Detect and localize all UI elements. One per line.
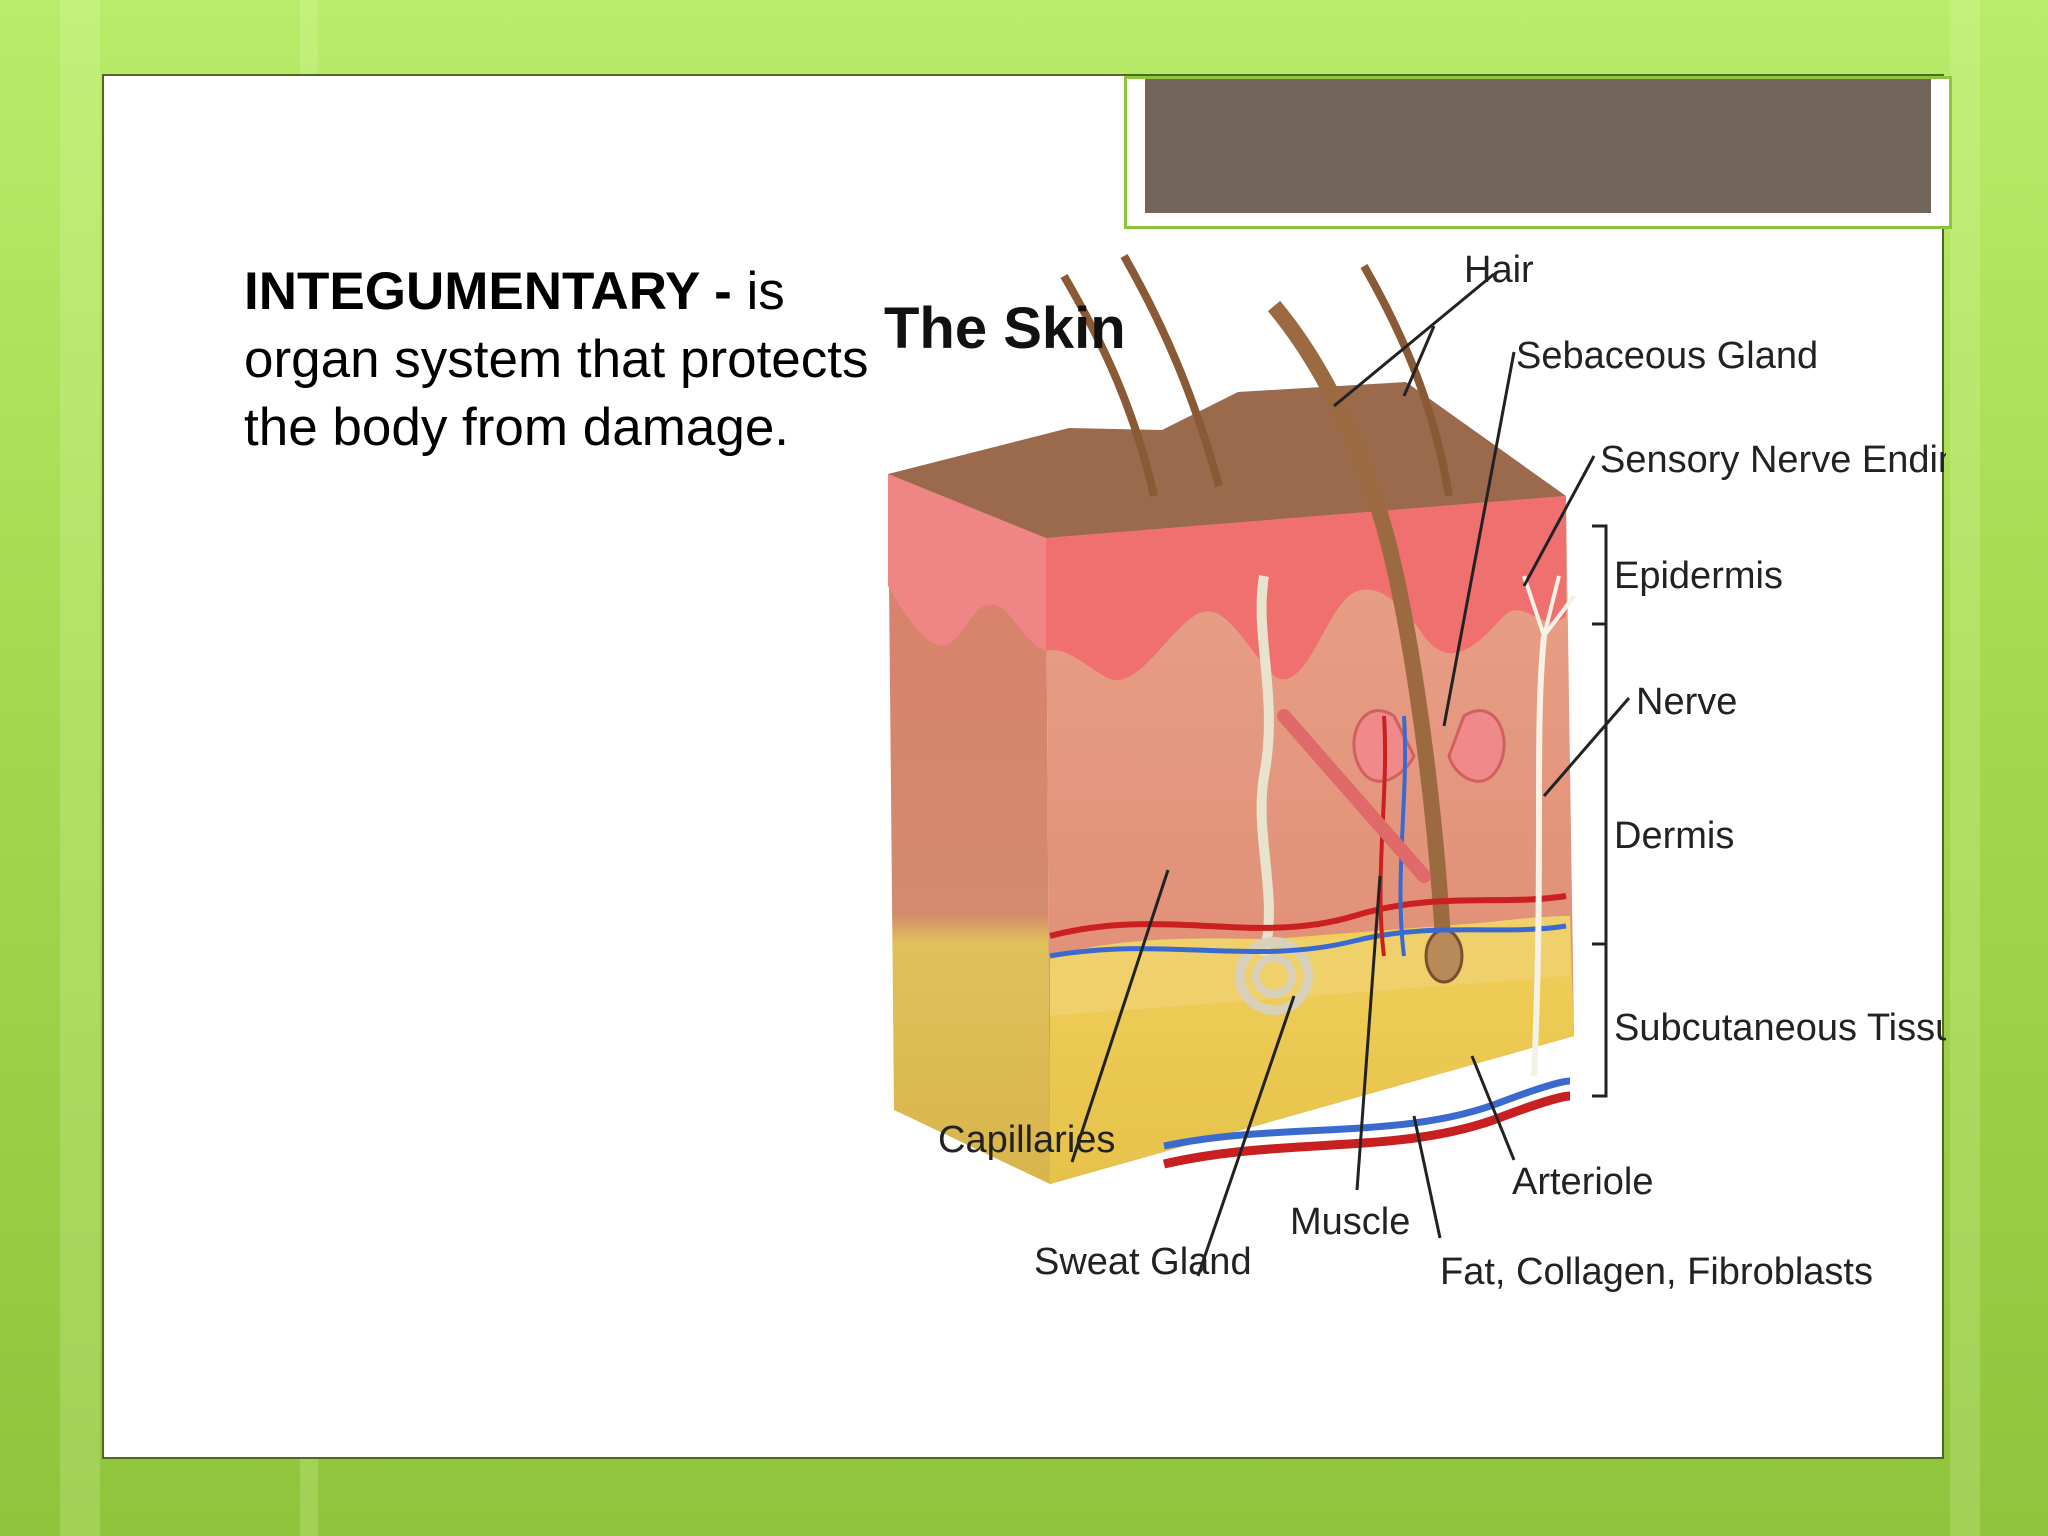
title-placeholder <box>1124 76 1952 229</box>
nerve-ending <box>1522 575 1576 638</box>
sweat-gland-coil <box>1252 954 1296 998</box>
leader-line-muscle <box>1355 875 1382 1191</box>
label-arteriole: Arteriole <box>1512 1161 1654 1203</box>
label-nerve: Nerve <box>1636 681 1737 723</box>
sweat-gland-duct <box>1256 575 1274 958</box>
leader-line-sebaceous <box>1442 351 1516 727</box>
hair-strand <box>1120 254 1223 488</box>
label-sweat-gland: Sweat Gland <box>1034 1241 1252 1283</box>
artery-deep <box>1162 1091 1571 1169</box>
label-muscle: Muscle <box>1290 1201 1410 1243</box>
label-sensory-nerve-ending: Sensory Nerve Ending <box>1600 439 1946 481</box>
hair-shaft <box>1267 300 1452 957</box>
background-stripe <box>60 0 100 1536</box>
leader-line-capillaries <box>1070 869 1170 1163</box>
artery <box>1049 893 1567 939</box>
body-text: INTEGUMENTARY - is organ system that pro… <box>244 258 884 462</box>
label-fat: Fat, Collagen, Fibroblasts <box>1440 1251 1873 1293</box>
heading-term: INTEGUMENTARY - <box>244 262 732 321</box>
epidermis-layer <box>1046 496 1566 681</box>
diagram-title: The Skin <box>884 296 1126 361</box>
sebaceous-gland <box>1447 709 1506 783</box>
label-subcutaneous-tissue: Subcutaneous Tissue <box>1614 1007 1946 1049</box>
body-sentence: is organ system that protects the body f… <box>244 262 869 457</box>
hair-strand <box>1060 273 1158 497</box>
leader-line-nerve <box>1542 697 1631 797</box>
slide-panel: INTEGUMENTARY - is organ system that pro… <box>102 74 1952 1459</box>
sweat-gland-coil <box>1235 937 1313 1015</box>
label-dermis: Dermis <box>1614 815 1734 857</box>
label-sebaceous-gland: Sebaceous Gland <box>1516 335 1818 377</box>
arrector-pili-muscle <box>1277 709 1431 883</box>
label-capillaries: Capillaries <box>938 1119 1115 1161</box>
nerve-fiber <box>1531 635 1547 1077</box>
leader-line-sweat <box>1196 995 1296 1277</box>
background-stripe <box>1950 0 1980 1536</box>
layer-bracket <box>1592 524 1608 1098</box>
hair-strand <box>1360 264 1453 497</box>
leader-line-fat <box>1412 1115 1442 1239</box>
hair-follicle <box>1424 928 1464 984</box>
epidermis-layer-side <box>888 474 1046 651</box>
leader-line-arteriole <box>1470 1055 1516 1161</box>
skin-side-face <box>888 474 1050 1184</box>
leader-line-sensory <box>1522 455 1596 587</box>
label-hair: Hair <box>1464 249 1534 291</box>
title-bar <box>1145 79 1931 213</box>
leader-line-hair <box>1333 272 1495 408</box>
venule <box>1398 715 1408 957</box>
label-epidermis: Epidermis <box>1614 555 1783 597</box>
skin-diagram: The Skin Hair Sebaceous Gland Sensory Ne… <box>884 249 1946 1293</box>
